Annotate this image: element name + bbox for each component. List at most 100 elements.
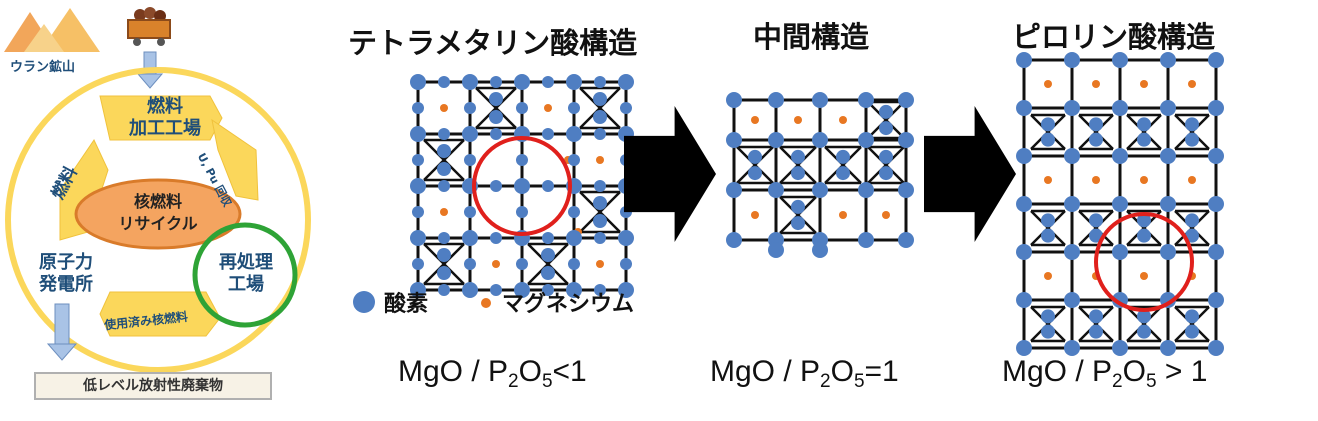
oxygen-atom [618, 282, 634, 298]
oxygen-atom [858, 182, 874, 198]
oxygen-atom [542, 180, 554, 192]
oxygen-atom [1160, 100, 1176, 116]
oxygen-atom [898, 132, 914, 148]
oxygen-atom [1185, 309, 1199, 324]
oxygen-atom [514, 74, 530, 90]
oxygen-atom [566, 282, 582, 298]
oxygen-atom [566, 126, 582, 142]
formula-mid: O [1122, 355, 1146, 388]
oxygen-atom [1208, 100, 1224, 116]
reprocessing-highlight [192, 222, 298, 328]
magnesium-atom [1140, 80, 1148, 88]
magnesium-atom [839, 211, 847, 219]
oxygen-atom [594, 232, 606, 244]
reprocessing-line1: 再処理 [219, 252, 273, 273]
magnesium-atom [751, 211, 759, 219]
legend: 酸素 マグネシウム [348, 286, 668, 318]
oxygen-atom [568, 154, 580, 166]
magnesium-atom [1140, 176, 1148, 184]
oxygen-atom [1041, 228, 1055, 243]
oxygen-atom [410, 74, 426, 90]
oxygen-atom [1016, 148, 1032, 164]
oxygen-atom [1208, 340, 1224, 356]
oxygen-atom [490, 128, 502, 140]
lattice-bond [579, 87, 621, 129]
oxygen-atom [514, 178, 530, 194]
oxygen-atom [879, 121, 893, 136]
formula-sub: 2 [1112, 371, 1123, 392]
lattice-bond [1174, 306, 1210, 342]
oxygen-atom [1185, 213, 1199, 228]
lattice-bond [1030, 210, 1066, 246]
oxygen-atom [1064, 340, 1080, 356]
oxygen-atom [620, 258, 632, 270]
oxygen-atom [1041, 132, 1055, 147]
oxygen-atom [412, 206, 424, 218]
oxygen-atom [437, 248, 451, 262]
oxygen-atom [1112, 100, 1128, 116]
oxygen-atom [516, 102, 528, 114]
formula-main: MgO / P [398, 355, 509, 388]
magnesium-atom [882, 211, 890, 219]
oxygen-atom [490, 76, 502, 88]
oxygen-atom [593, 196, 607, 210]
fuel-fabrication-label: 燃料 加工工場 [110, 96, 220, 140]
lattice-bond [475, 87, 517, 129]
oxygen-atom [437, 162, 451, 176]
oxygen-atom [438, 232, 450, 244]
formula-tail: <1 [552, 355, 587, 388]
lattice-bond [1078, 114, 1114, 150]
oxygen-atom [464, 206, 476, 218]
oxygen-atom [568, 258, 580, 270]
oxygen-atom [1089, 132, 1103, 147]
oxygen-atom [768, 132, 784, 148]
oxygen-atom [1160, 148, 1176, 164]
oxygen-atom [1016, 52, 1032, 68]
oxygen-atom [836, 166, 850, 181]
lattice-bond [867, 146, 905, 184]
oxygen-atom [462, 126, 478, 142]
oxygen-atom [542, 76, 554, 88]
formula-sub: 2 [508, 371, 519, 392]
oxygen-atom [593, 110, 607, 124]
oxygen-atom [1137, 228, 1151, 243]
oxygen-atom [791, 166, 805, 181]
oxygen-atom [412, 154, 424, 166]
formula-sub: 2 [820, 371, 831, 392]
power-plant-line2: 発電所 [39, 274, 93, 295]
formula-main: MgO / P [710, 355, 821, 388]
oxygen-atom [812, 132, 828, 148]
waste-arrow [46, 303, 78, 361]
oxygen-atom [1112, 148, 1128, 164]
oxygen-atom [464, 154, 476, 166]
oxygen-atom [768, 242, 784, 258]
oxygen-atom [410, 126, 426, 142]
oxygen-atom [1041, 324, 1055, 339]
oxygen-atom [768, 92, 784, 108]
magnesium-atom [1044, 176, 1052, 184]
oxygen-atom [438, 76, 450, 88]
oxygen-atom [1089, 324, 1103, 339]
oxygen-atom [1112, 52, 1128, 68]
highlight-ring [1094, 212, 1194, 312]
oxygen-atom [566, 74, 582, 90]
lattice-bond [779, 196, 817, 234]
transition-arrow [624, 106, 716, 242]
lattice-bond [1174, 210, 1210, 246]
magnesium-atom [596, 260, 604, 268]
oxygen-atom [516, 154, 528, 166]
oxygen-atom [898, 182, 914, 198]
oxygen-atom [438, 284, 450, 296]
lattice-bond [527, 243, 569, 285]
fuel-fabrication-line1: 燃料 [147, 96, 183, 117]
magnesium-atom [544, 104, 552, 112]
oxygen-atom [836, 149, 850, 164]
oxygen-atom [412, 102, 424, 114]
oxygen-atom [1064, 148, 1080, 164]
oxygen-atom [1064, 52, 1080, 68]
oxygen-atom [812, 242, 828, 258]
oxygen-atom [1137, 213, 1151, 228]
oxygen-atom [1041, 213, 1055, 228]
oxygen-atom [410, 282, 426, 298]
